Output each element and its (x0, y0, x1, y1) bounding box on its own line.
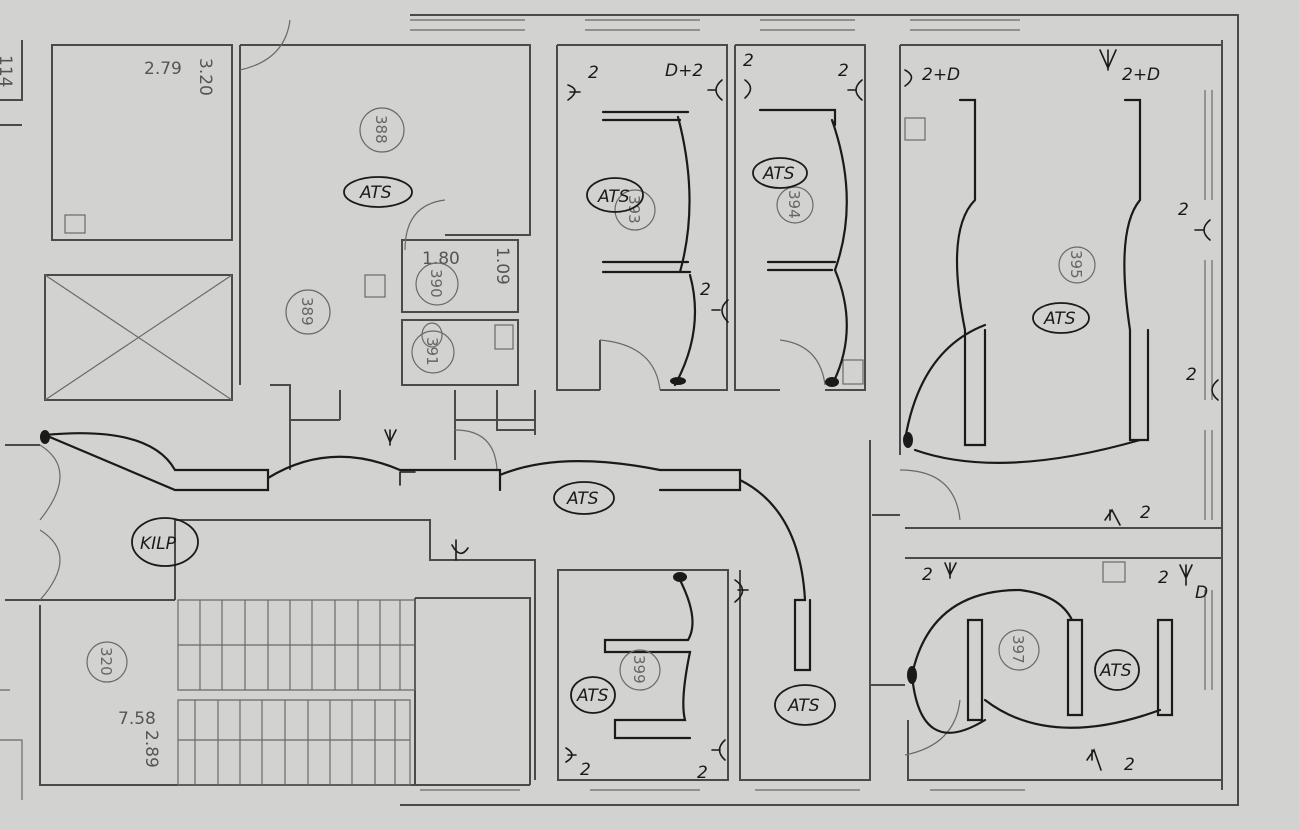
outlet-symbols (384, 49, 1219, 771)
outlet-annotation: 2 (700, 280, 711, 300)
outlet-annotation: 2 (922, 565, 933, 585)
room-tag-ats: ATS (1099, 661, 1132, 681)
outlet-annotation: 2 (1140, 503, 1151, 523)
outlet-annotation: 2 (1186, 365, 1197, 385)
room-tag-ats: ATS (1043, 309, 1076, 329)
dimension-label: 1.09 (492, 247, 512, 285)
outlet-annotation: 2 (1178, 200, 1189, 220)
dimension-label: 3.20 (195, 58, 215, 96)
room-number: 388 (372, 115, 390, 144)
corridor-tag-ats: ATS (566, 489, 599, 509)
room-number: 394 (785, 190, 803, 219)
outlet-annotation: 2 (588, 63, 599, 83)
kitchen-tag: KILP (140, 534, 177, 554)
outlet-annotation: 2 (697, 763, 708, 783)
outlet-annotation: 2 (743, 51, 754, 71)
dimension-label: 2.89 (141, 730, 161, 768)
outlet-annotation: 2 (1124, 755, 1135, 775)
outlet-annotation: 2 (838, 61, 849, 81)
outlet-annotation: 2 (1158, 568, 1169, 588)
room-number-edge: 114 (0, 55, 15, 87)
outlet-annotation: 2 (580, 760, 591, 780)
staircase (177, 599, 416, 786)
room-number: 395 (1067, 250, 1085, 279)
dimension-label: 1.80 (422, 249, 460, 269)
room-number: 393 (625, 195, 643, 224)
room-number: 390 (427, 269, 445, 298)
lower-corridor-tag-ats: ATS (787, 696, 820, 716)
ink-markup (40, 98, 1174, 740)
room-number: 391 (423, 337, 441, 366)
room-number: 389 (298, 297, 316, 326)
room-number: 399 (630, 655, 648, 684)
room-number: 320 (97, 647, 115, 676)
room-number: 397 (1009, 635, 1027, 664)
dimension-label: 7.58 (118, 709, 156, 729)
outlet-annotation: D+2 (665, 61, 703, 81)
room-tag-ats: ATS (762, 164, 795, 184)
dimension-label: 2.79 (144, 59, 182, 79)
room-tag-ats: ATS (576, 686, 609, 706)
room-tag-ats: ATS (359, 183, 392, 203)
room-tag-ats: ATS (597, 187, 630, 207)
outlet-annotation: D (1195, 583, 1208, 603)
outlet-annotation: 2+D (922, 65, 960, 85)
outlet-annotation: 2+D (1122, 65, 1160, 85)
